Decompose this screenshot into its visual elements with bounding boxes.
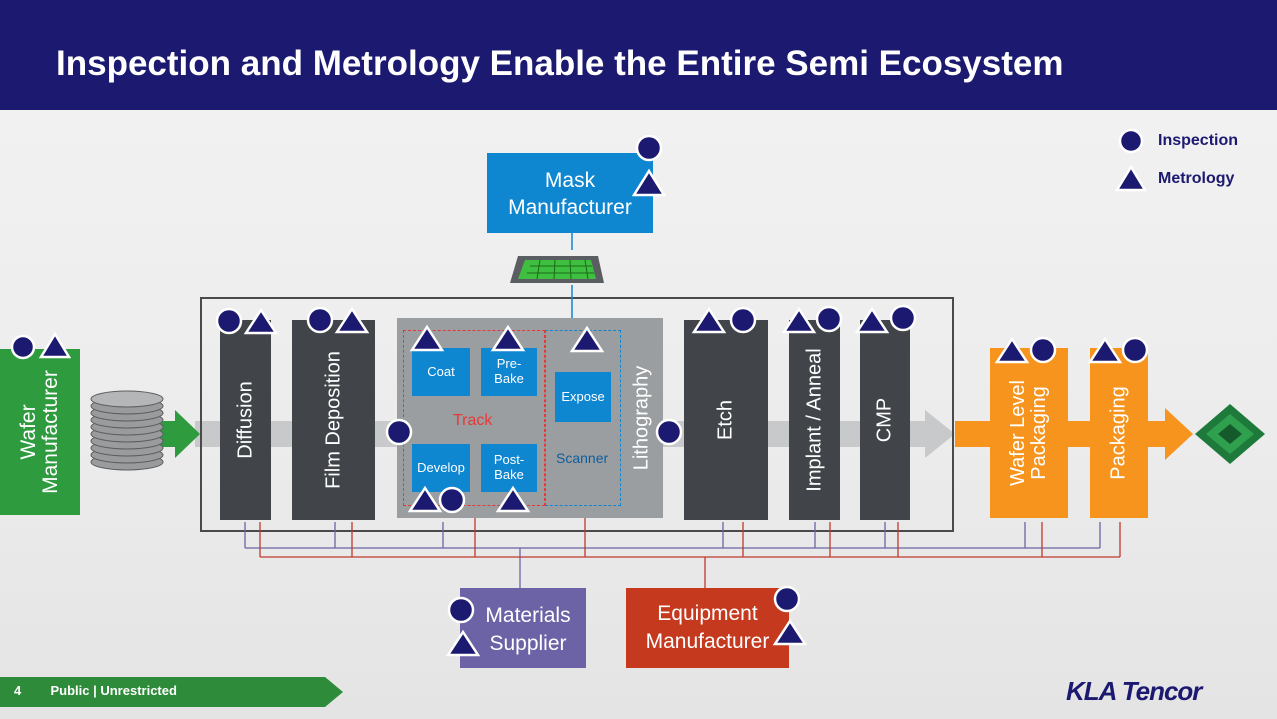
- metrology-icon: [409, 324, 445, 352]
- postbake-label: Post-Bake: [493, 452, 525, 482]
- metrology-icon: [994, 336, 1030, 364]
- metrology-icon: [691, 306, 727, 334]
- track-label: Track: [453, 412, 493, 429]
- title-bar: [0, 0, 1277, 110]
- equipment-lines: [259, 505, 1121, 588]
- inspection-icon: [438, 486, 466, 514]
- inspection-icon: [773, 585, 801, 613]
- equipment-manufacturer-box: Equipment Manufacturer: [626, 588, 789, 668]
- stage-diffusion: Diffusion: [220, 320, 271, 520]
- footer-label: 4 Public | Unrestricted: [14, 683, 177, 698]
- kla-tencor-logo: KLA Tencor: [1066, 676, 1202, 706]
- page-number: 4: [14, 683, 22, 698]
- coat-box: Coat: [412, 348, 470, 396]
- inspection-icon: [385, 418, 413, 446]
- reticle-icon: [510, 256, 604, 283]
- metrology-icon: [631, 168, 667, 197]
- metrology-icon: [854, 306, 890, 334]
- mask-manufacturer-label: Mask Manufacturer: [508, 169, 632, 220]
- stage-implant: Implant / Anneal: [789, 320, 840, 520]
- legend-metrology-label: Metrology: [1158, 170, 1235, 187]
- metrology-icon: [445, 629, 481, 657]
- prebake-label: Pre-Bake: [494, 356, 524, 386]
- scanner-label: Scanner: [556, 450, 609, 466]
- inspection-icon: [1118, 128, 1144, 154]
- prebake-box: Pre-Bake: [481, 348, 537, 396]
- stage-film-deposition: Film Deposition: [292, 320, 375, 520]
- stage-etch: Etch: [684, 320, 768, 520]
- wafer-manufacturer-box: Wafer Manufacturer: [0, 349, 80, 515]
- metrology-icon: [772, 618, 808, 646]
- metrology-icon: [407, 485, 443, 513]
- materials-supplier-box: Materials Supplier: [460, 588, 586, 668]
- materials-lines: [244, 522, 1101, 588]
- inspection-icon: [889, 304, 917, 332]
- mask-manufacturer-box: Mask Manufacturer: [487, 153, 653, 233]
- inspection-icon: [215, 307, 243, 335]
- metrology-icon: [781, 306, 817, 334]
- stage-cmp: CMP: [860, 320, 910, 520]
- chip-icon: [1195, 404, 1265, 464]
- classification-label: Public | Unrestricted: [50, 683, 177, 698]
- materials-supplier-label: Materials Supplier: [485, 604, 571, 656]
- postbake-box: Post-Bake: [481, 444, 537, 492]
- track-outline: [403, 330, 545, 506]
- inspection-icon: [635, 134, 663, 162]
- flow-arrow-head: [925, 410, 955, 458]
- inspection-icon: [655, 418, 683, 446]
- legend-inspection-label: Inspection: [1158, 132, 1239, 149]
- metrology-icon: [569, 325, 605, 353]
- footer-banner: [0, 677, 343, 707]
- inspection-icon: [1121, 336, 1149, 364]
- wafer-stack-icon: [90, 390, 164, 471]
- metrology-icon: [495, 485, 531, 513]
- stage-packaging: Packaging: [1090, 348, 1148, 518]
- page-title: Inspection and Metrology Enable the Enti…: [56, 44, 1064, 83]
- expose-box: Expose: [555, 372, 611, 422]
- metrology-icon: [1087, 336, 1123, 364]
- develop-box: Develop: [412, 444, 470, 492]
- orange-arrow-head: [1165, 408, 1193, 460]
- metrology-icon: [38, 331, 72, 359]
- equipment-manufacturer-label: Equipment Manufacturer: [645, 602, 770, 654]
- green-arrow-head: [175, 410, 200, 458]
- inspection-icon: [447, 596, 475, 624]
- inspection-icon: [729, 306, 757, 334]
- metrology-icon: [243, 307, 279, 335]
- metrology-icon: [1114, 164, 1148, 192]
- inspection-icon: [1029, 336, 1057, 364]
- metrology-icon: [334, 306, 370, 334]
- metrology-icon: [490, 324, 526, 352]
- stage-wafer-level-packaging: Wafer Level Packaging: [990, 348, 1068, 518]
- inspection-icon: [306, 306, 334, 334]
- fab-outline: [200, 297, 954, 532]
- scanner-outline: [545, 330, 621, 506]
- inspection-icon: [10, 334, 36, 360]
- inspection-icon: [815, 305, 843, 333]
